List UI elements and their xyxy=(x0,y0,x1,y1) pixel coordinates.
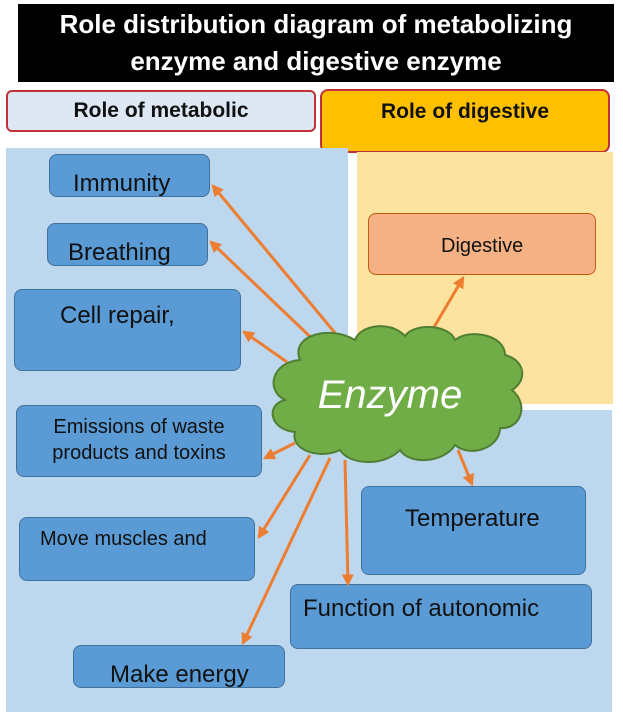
waste-line-2: products and toxins xyxy=(52,442,226,464)
arrow-to-muscles xyxy=(257,454,312,540)
digestive-header: Role of digestive xyxy=(320,89,610,153)
metabolic-header: Role of metabolic xyxy=(6,90,316,132)
title-line-2: enzyme and digestive enzyme xyxy=(130,46,502,76)
immunity-box: Immunity xyxy=(49,154,210,197)
waste-emission-box: Emissions of waste products and toxins xyxy=(16,405,262,477)
arrow-to-immunity xyxy=(211,184,347,346)
cell-repair-box: Cell repair, xyxy=(14,289,241,371)
autonomic-box: Function of autonomic xyxy=(290,584,592,649)
arrow-to-digestive xyxy=(428,275,465,335)
enzyme-cloud xyxy=(271,325,524,463)
digestive-box: Digestive xyxy=(368,213,596,275)
energy-box: Make energy xyxy=(73,645,285,688)
muscles-box: Move muscles and xyxy=(19,517,255,581)
arrow-to-energy xyxy=(241,457,332,646)
breathing-box: Breathing xyxy=(47,223,208,266)
waste-line-1: Emissions of waste xyxy=(53,416,225,438)
arrow-to-waste xyxy=(262,441,296,460)
arrow-to-autonomic xyxy=(341,459,354,587)
arrow-to-breathing xyxy=(209,240,324,350)
diagram-title: Role distribution diagram of metabolizin… xyxy=(18,4,614,82)
arrow-to-cell-repair xyxy=(242,330,288,364)
enzyme-label: Enzyme xyxy=(317,373,463,417)
arrow-to-temperature xyxy=(456,449,474,487)
title-line-1: Role distribution diagram of metabolizin… xyxy=(59,9,573,39)
temperature-box: Temperature xyxy=(361,486,586,575)
